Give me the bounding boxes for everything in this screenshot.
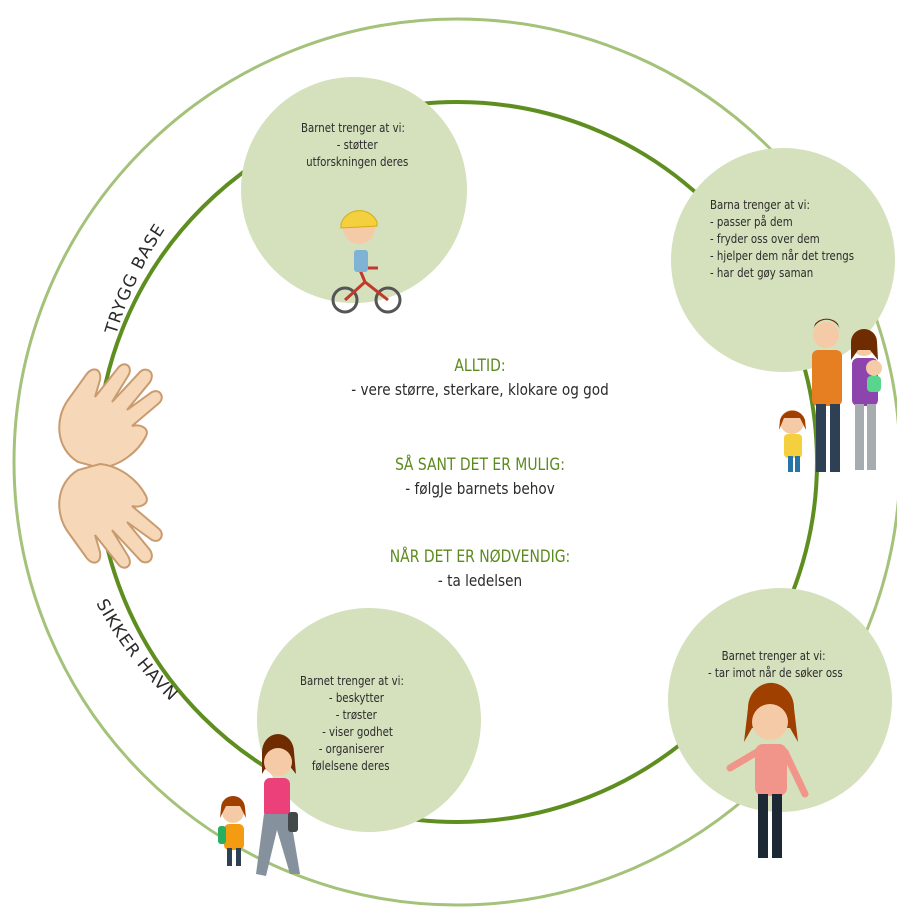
bubble-bottom-right-text: Barnet trenger at vi: - tar imot når de … (708, 648, 861, 682)
upper-hand-icon (58, 363, 163, 470)
sikker-havn-label: SIKKER HAVN (92, 596, 182, 706)
center-heading: SÅ SANT DET ER MULIG: (395, 455, 565, 475)
bubble-right-line: Barna trenger at vi: (710, 198, 810, 212)
bubble-right-line: - har det gøy saman (710, 266, 814, 280)
center-block-always: ALLTID: - vere større, sterkare, klokare… (280, 354, 680, 402)
bubble-bottom-left-line: følelsene deres (311, 759, 390, 773)
center-heading: ALLTID: (454, 356, 506, 376)
bubble-bottom-left-text: Barnet trenger at vi: - beskytter - trøs… (300, 673, 419, 775)
bubble-top-line: utforskningen deres (306, 155, 409, 169)
bubble-top (241, 77, 467, 303)
bubble-bottom-left-line: Barnet trenger at vi: (300, 674, 404, 688)
center-text: - ta ledelsen (437, 571, 523, 590)
child-on-bicycle-icon (331, 210, 402, 314)
center-block-necessary: NÅR DET ER NØDVENDIG: - ta ledelsen (280, 545, 680, 593)
center-heading: NÅR DET ER NØDVENDIG: (389, 547, 571, 567)
bubble-top-line: - støtter (336, 138, 378, 152)
hands-icon (58, 363, 163, 569)
center-text: - vere større, sterkare, klokare og god (351, 380, 609, 399)
bubble-bottom-left (257, 608, 481, 832)
bubble-top-line: Barnet trenger at vi: (301, 121, 405, 135)
bubble-bottom-right-line: - tar imot når de søker oss (708, 666, 843, 680)
bubble-bottom-left-line: - viser godhet (322, 725, 393, 739)
family-icon (779, 318, 882, 472)
mother-with-child-icon (218, 734, 300, 876)
bubble-right-line: - fryder oss over dem (710, 232, 820, 246)
bubble-bottom-left-line: - trøster (335, 708, 377, 722)
bubble-right-text: Barna trenger at vi: - passer på dem - f… (710, 197, 872, 282)
lower-hand-icon (58, 462, 163, 569)
center-block-possible: SÅ SANT DET ER MULIG: - følgJe barnets b… (280, 453, 680, 501)
bubble-right (671, 148, 895, 372)
bubble-right-line: - passer på dem (710, 215, 793, 229)
bubble-top-text: Barnet trenger at vi: - støtter utforskn… (301, 120, 412, 171)
outer-ring (12, 17, 897, 907)
mother-welcoming-icon (726, 682, 809, 858)
center-text: - følgJe barnets behov (405, 479, 555, 498)
bubble-bottom-left-line: - beskytter (328, 691, 384, 705)
bubble-right-line: - hjelper dem når det trengs (710, 249, 855, 263)
bubble-bottom-right-line: Barnet trenger at vi: (721, 649, 826, 663)
trygg-base-label: TRYGG BASE (101, 220, 169, 337)
bubble-bottom-left-line: - organiserer (318, 742, 384, 756)
